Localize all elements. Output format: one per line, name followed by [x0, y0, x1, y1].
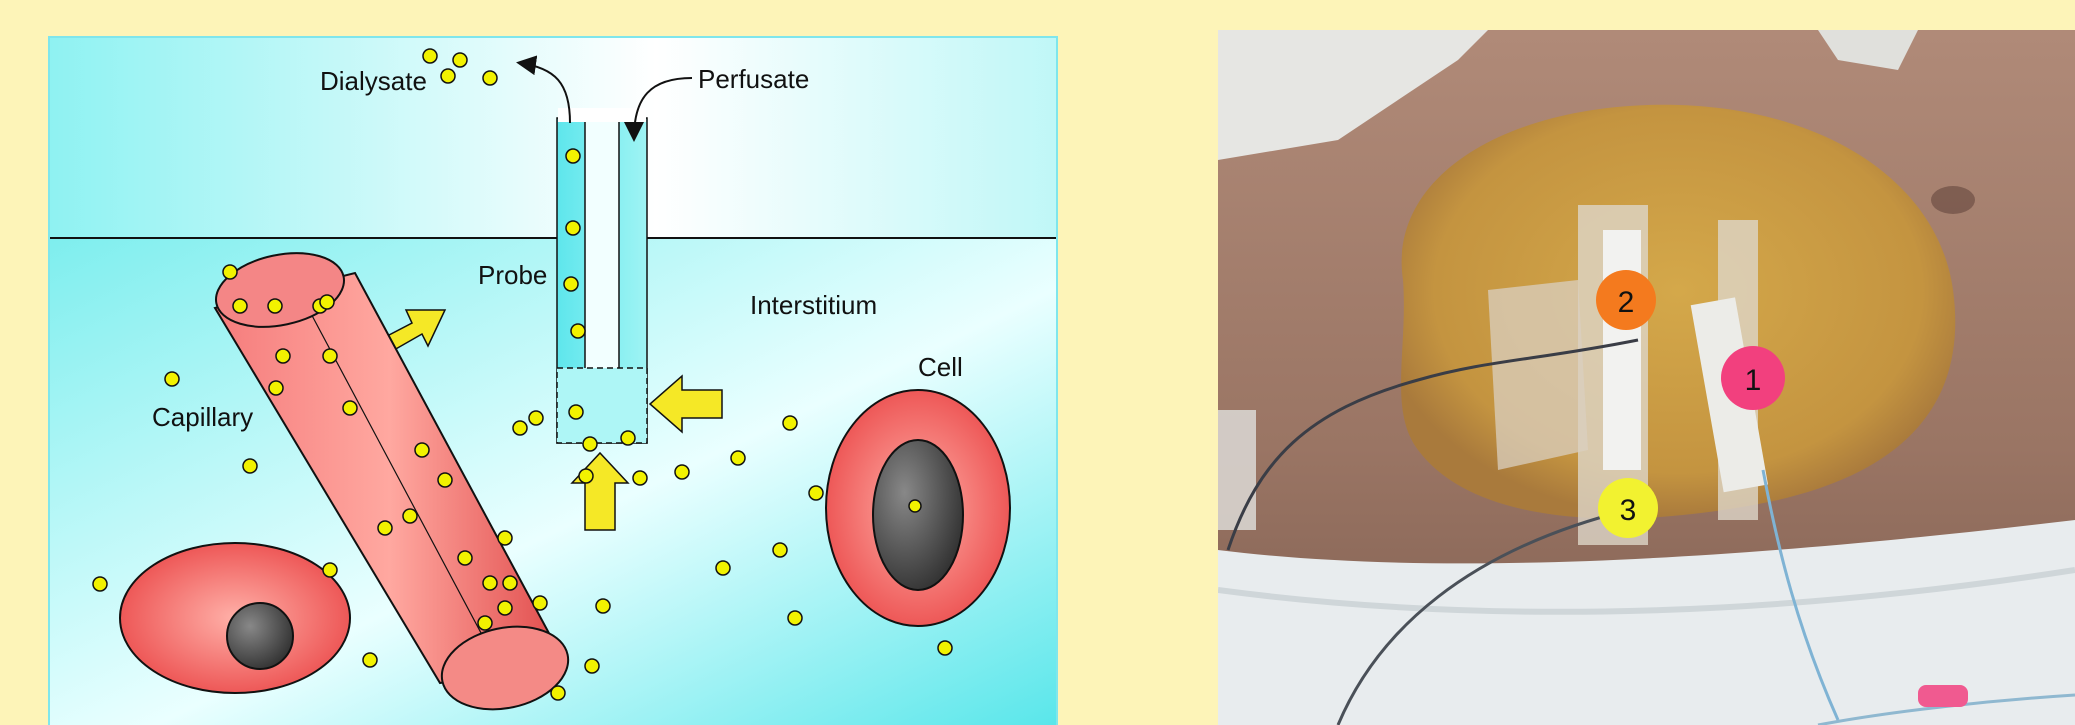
molecule [423, 49, 437, 63]
molecule [483, 71, 497, 85]
abdomen-photo: 2 1 3 [1218, 30, 2075, 725]
molecule [566, 221, 580, 235]
marker-pink: 1 [1721, 346, 1785, 410]
molecule [223, 265, 237, 279]
molecule [513, 421, 527, 435]
molecule [783, 416, 797, 430]
svg-text:1: 1 [1745, 364, 1762, 397]
molecule [498, 531, 512, 545]
label-probe: Probe [478, 260, 547, 290]
tape-left [1218, 410, 1256, 530]
molecule [269, 381, 283, 395]
antiseptic-area [1401, 105, 1955, 519]
molecule [566, 149, 580, 163]
navel [1931, 186, 1975, 214]
molecule [569, 405, 583, 419]
cell-left [120, 543, 350, 693]
molecule [633, 471, 647, 485]
label-cell: Cell [918, 352, 963, 382]
air-region [50, 38, 1058, 238]
molecule [458, 551, 472, 565]
molecule [441, 69, 455, 83]
label-capillary: Capillary [152, 402, 253, 432]
molecule [583, 437, 597, 451]
molecule [571, 324, 585, 338]
molecule [809, 486, 823, 500]
label-dialysate: Dialysate [320, 66, 427, 96]
molecule [343, 401, 357, 415]
molecule [453, 53, 467, 67]
molecule [498, 601, 512, 615]
svg-text:3: 3 [1620, 494, 1637, 527]
molecule [415, 443, 429, 457]
diagram-svg: Dialysate Perfusate Probe Interstitium C… [50, 38, 1058, 725]
film-dressing [1488, 280, 1588, 470]
molecule [716, 561, 730, 575]
molecule [378, 521, 392, 535]
molecule [564, 277, 578, 291]
molecule [233, 299, 247, 313]
molecule [320, 295, 334, 309]
molecule [788, 611, 802, 625]
molecule [551, 686, 565, 700]
molecule [503, 576, 517, 590]
connector-pink [1918, 685, 1968, 707]
marker-yellow: 3 [1598, 478, 1658, 538]
svg-text:2: 2 [1618, 286, 1635, 319]
molecule [165, 372, 179, 386]
molecule [596, 599, 610, 613]
molecule [773, 543, 787, 557]
molecule [268, 299, 282, 313]
marker-orange: 2 [1596, 270, 1656, 330]
molecule [363, 653, 377, 667]
molecule [938, 641, 952, 655]
gauze-1 [1603, 230, 1641, 470]
molecule [579, 469, 593, 483]
molecule [403, 509, 417, 523]
molecule [621, 431, 635, 445]
molecule [483, 576, 497, 590]
molecule [438, 473, 452, 487]
molecule [585, 659, 599, 673]
molecule [909, 500, 921, 512]
molecule [731, 451, 745, 465]
molecule [276, 349, 290, 363]
microdialysis-diagram: Dialysate Perfusate Probe Interstitium C… [48, 36, 1058, 725]
molecule [529, 411, 543, 425]
molecule [675, 465, 689, 479]
molecule [323, 349, 337, 363]
molecule [533, 596, 547, 610]
photo-svg: 2 1 3 [1218, 30, 2075, 725]
label-interstitium: Interstitium [750, 290, 877, 320]
molecule [478, 616, 492, 630]
label-perfusate: Perfusate [698, 64, 809, 94]
molecule [243, 459, 257, 473]
molecule [323, 563, 337, 577]
molecule [93, 577, 107, 591]
